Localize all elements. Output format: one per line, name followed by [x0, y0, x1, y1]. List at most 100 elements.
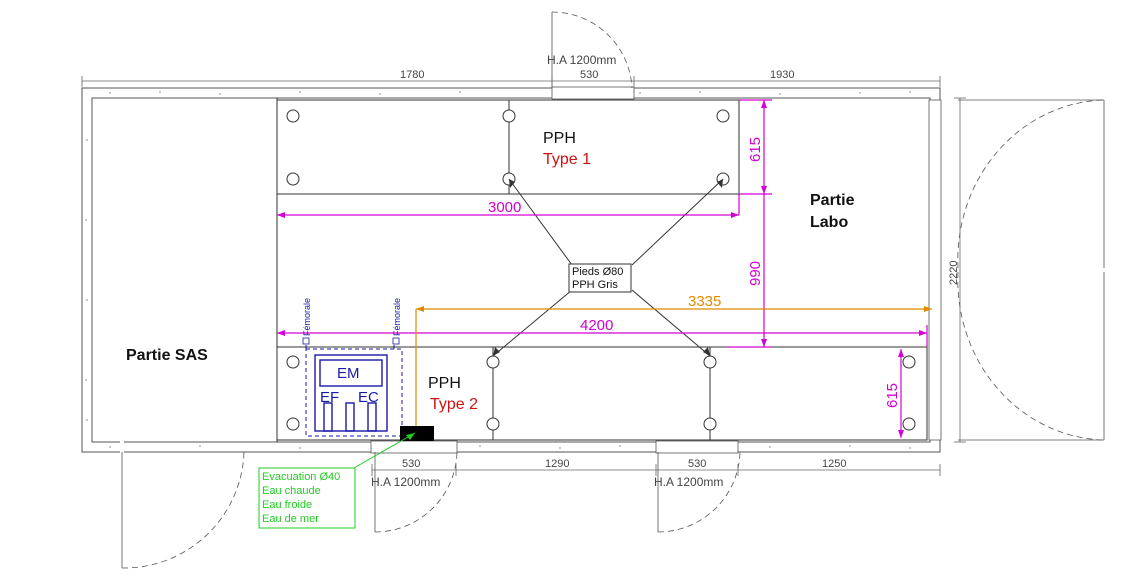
plumbing-line1: Evacuation Ø40 — [262, 471, 340, 483]
plumbing-line2: Eau chaude — [262, 485, 321, 497]
right-door-swing-bottom — [957, 271, 1105, 441]
top-door-swing — [551, 11, 633, 89]
top-bench-name: PPH — [543, 130, 576, 147]
dim-3335: 3335 — [688, 293, 721, 310]
dim-615-top: 615 — [747, 137, 764, 162]
leader-line — [492, 289, 573, 357]
right-dimension: 2220 — [948, 97, 966, 443]
sas-door-swing — [121, 451, 245, 569]
dim-right-height: 2220 — [948, 261, 960, 285]
tap-ef — [323, 402, 333, 432]
foot-marker — [286, 109, 300, 123]
foot-marker — [286, 355, 300, 369]
arrowhead — [509, 179, 515, 188]
leader-line — [508, 178, 573, 266]
top-door-label: H.A 1200mm — [547, 53, 616, 67]
arrowhead — [277, 330, 285, 336]
arrowhead — [761, 100, 767, 108]
plumbing: Evacuation Ø40 Eau chaude Eau froide Eau… — [258, 426, 434, 529]
top-bench-type: Type 1 — [543, 151, 591, 168]
arrowhead — [416, 306, 424, 312]
bottom-right-door-opening — [655, 440, 739, 454]
bottom-left-door-swing — [374, 451, 458, 533]
wash-unit: EM EF EC Fémorale Fémorale — [302, 298, 403, 437]
foot-marker — [703, 355, 717, 369]
arrowhead — [924, 306, 932, 312]
femorale-left-label: Fémorale — [302, 298, 312, 336]
arrowhead — [406, 433, 415, 440]
bottom-dimensions: 530 1290 530 1250 H.A 1200mm H.A 1200mm — [371, 458, 941, 489]
bottom-left-door-label: H.A 1200mm — [371, 475, 440, 489]
foot-marker — [502, 109, 516, 123]
tap-ec — [367, 402, 377, 432]
room-labo-label-1: Partie — [810, 192, 855, 209]
arrowhead — [761, 186, 767, 194]
dim-3000: 3000 — [488, 199, 521, 216]
top-dimensions: 1780 530 1930 H.A 1200mm — [81, 53, 941, 87]
arrowhead — [493, 347, 500, 356]
feet-note-line1: Pieds Ø80 — [572, 266, 623, 278]
plumbing-line4: Eau de mer — [262, 513, 319, 525]
plumbing-note-box — [258, 467, 356, 529]
label-ef: EF — [320, 389, 339, 406]
label-em: EM — [337, 365, 360, 382]
femorale-right-label: Fémorale — [392, 298, 402, 336]
walls — [81, 86, 942, 454]
dim-bottom-mid: 1290 — [545, 458, 569, 470]
magenta-dimensions: 3000 615 990 4200 615 — [277, 99, 928, 438]
feet-note-line2: PPH Gris — [572, 279, 618, 291]
dim-top-left: 1780 — [400, 69, 424, 81]
femorale-left-marker — [302, 337, 310, 345]
bottom-bench-outline — [276, 346, 928, 441]
top-bench-outline — [276, 99, 740, 195]
top-door-opening — [551, 86, 635, 100]
room-labo-label-2: Labo — [810, 214, 848, 231]
foot-marker — [286, 172, 300, 186]
foot-marker — [486, 417, 500, 431]
arrowhead — [717, 179, 723, 188]
foot-marker — [902, 417, 916, 431]
dim-990: 990 — [747, 261, 764, 286]
dim-615-bottom: 615 — [884, 383, 901, 408]
label-ec: EC — [358, 389, 379, 406]
foot-marker — [902, 355, 916, 369]
plumbing-line3: Eau froide — [262, 499, 312, 511]
sas-door-gap — [120, 441, 124, 453]
sink-inner — [319, 359, 383, 387]
arrowhead — [277, 212, 285, 218]
arrowhead — [761, 339, 767, 347]
femorale-right-marker — [392, 337, 400, 345]
arrowhead — [703, 347, 710, 356]
foot-marker — [286, 417, 300, 431]
leader-line — [631, 178, 724, 266]
arrowhead — [898, 349, 904, 357]
orange-dimension: 3335 — [415, 293, 932, 440]
foot-marker — [716, 109, 730, 123]
dim-bottom-door-right: 530 — [688, 458, 706, 470]
leader-line — [631, 289, 711, 357]
bottom-bench-type: Type 2 — [430, 396, 478, 413]
right-door-swing-top — [957, 99, 1105, 269]
dim-top-door: 530 — [580, 69, 598, 81]
dim-bottom-right: 1250 — [822, 458, 846, 470]
dim-4200: 4200 — [580, 317, 613, 334]
dim-top-right: 1930 — [770, 69, 794, 81]
room-sas-label: Partie SAS — [126, 347, 208, 364]
bottom-bench-name: PPH — [428, 375, 461, 392]
feet-note-box — [568, 263, 632, 293]
feet-leaders: Pieds Ø80 PPH Gris — [492, 178, 724, 357]
inner-wall — [91, 97, 931, 443]
labels: Partie SAS Partie Labo PPH Type 1 PPH Ty… — [126, 130, 855, 413]
right-door-opening — [928, 99, 942, 441]
tap-em — [345, 402, 355, 432]
arrowhead — [898, 430, 904, 438]
arrowhead — [919, 330, 927, 336]
wash-unit-outline — [305, 348, 403, 437]
arrowhead — [731, 212, 739, 218]
foot-marker — [486, 355, 500, 369]
foot-marker — [703, 417, 717, 431]
bottom-bench — [276, 346, 928, 441]
bottom-right-door-label: H.A 1200mm — [654, 475, 723, 489]
dim-bottom-door-left: 530 — [402, 458, 420, 470]
